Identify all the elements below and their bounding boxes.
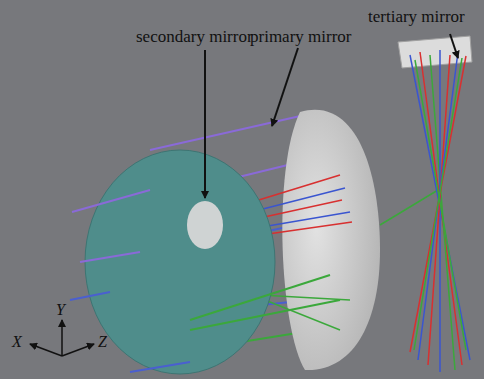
front-rays (70, 190, 340, 372)
part-label: tertiary mirror (368, 8, 465, 25)
output-rays (410, 50, 470, 372)
pointer-arrows (205, 34, 458, 198)
mirror-hole (187, 201, 223, 249)
axis-label: Y (56, 302, 65, 318)
secondary-mirror (85, 150, 275, 374)
part-label: secondary mirror (136, 28, 253, 45)
part-label: primary mirror (250, 28, 352, 45)
axis-label: X (12, 334, 22, 350)
axis-triad (30, 320, 94, 356)
primary-mirror (282, 110, 380, 370)
axis-label: Z (98, 334, 107, 350)
